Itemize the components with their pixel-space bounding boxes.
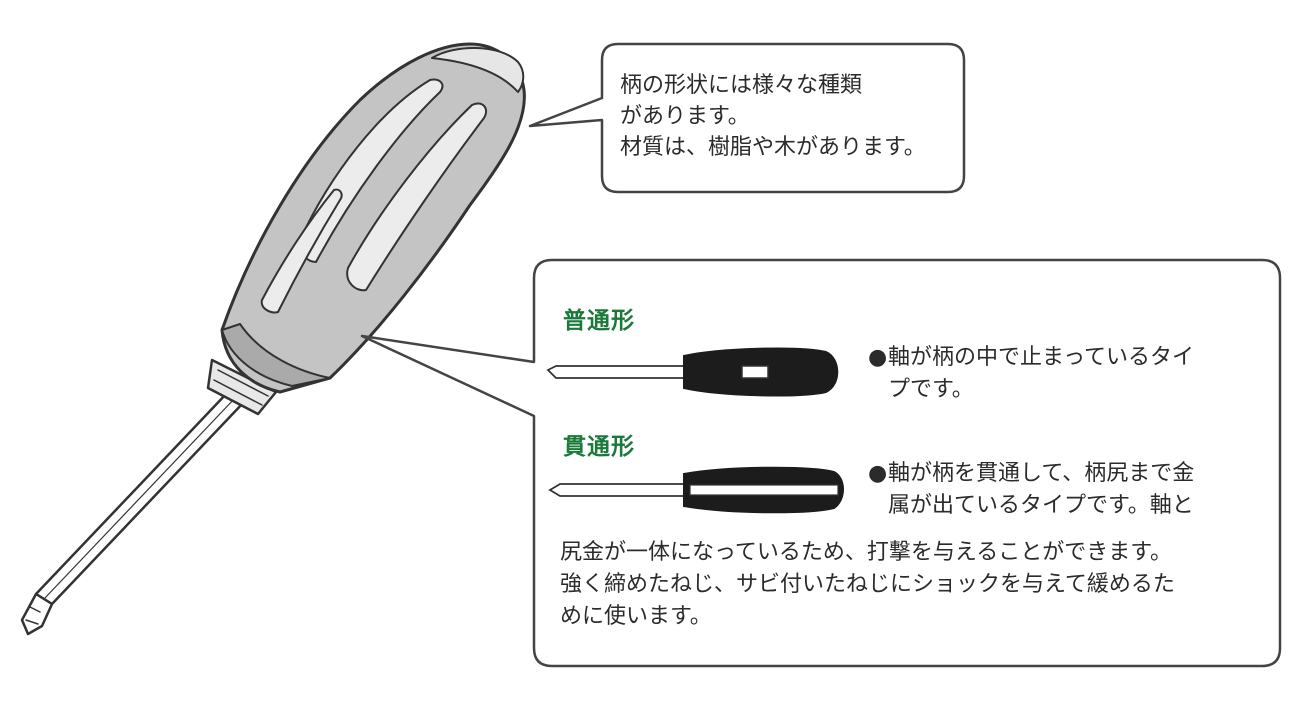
description-line: 尻金が一体になっているため、打撃を与えることができます。 bbox=[560, 540, 1173, 565]
top-callout-bubble bbox=[528, 42, 966, 194]
description-line: めに使います。 bbox=[560, 604, 712, 629]
standard-type-heading: 普通形 bbox=[563, 308, 635, 334]
description-line: 強く締めたねじ、サビ付いたねじにショックを与えて緩めるた bbox=[560, 572, 1175, 597]
grip-window bbox=[346, 102, 488, 292]
screwdriver-tip bbox=[20, 592, 54, 636]
grip-window bbox=[298, 78, 444, 263]
screwdriver-illustration bbox=[20, 42, 526, 636]
top-callout-text: 柄の形状には様々な種類 があります。 材質は、樹脂や木があります。 bbox=[620, 70, 926, 163]
through-tang-type-heading: 貫通形 bbox=[563, 434, 635, 460]
description-line: プです。 bbox=[888, 377, 974, 402]
through-tang-type-description: ●軸が柄を貫通して、柄尻まで金 属が出ているタイプです。軸と bbox=[868, 458, 1268, 522]
bullet-icon: ● bbox=[868, 345, 888, 370]
grip-window bbox=[260, 188, 343, 314]
top-callout-line: 材質は、樹脂や木があります。 bbox=[620, 135, 926, 160]
standard-type-description: ●軸が柄の中で止まっているタイ プです。 bbox=[868, 342, 1268, 406]
description-line: 軸が柄の中で止まっているタイ bbox=[888, 345, 1195, 370]
bullet-icon: ● bbox=[868, 461, 888, 486]
bottom-callout-bubble bbox=[360, 258, 1282, 668]
top-callout-line: 柄の形状には様々な種類 bbox=[620, 73, 863, 98]
top-callout-line: があります。 bbox=[620, 104, 750, 129]
standard-screwdriver-illustration bbox=[546, 347, 839, 397]
description-line: 軸が柄を貫通して、柄尻まで金 bbox=[888, 461, 1195, 486]
through-tang-screwdriver-illustration bbox=[548, 466, 844, 514]
through-tang-type-description-continued: 尻金が一体になっているため、打撃を与えることができます。 強く締めたねじ、サビ付… bbox=[560, 537, 1270, 633]
description-line: 属が出ているタイプです。軸と bbox=[888, 493, 1194, 518]
